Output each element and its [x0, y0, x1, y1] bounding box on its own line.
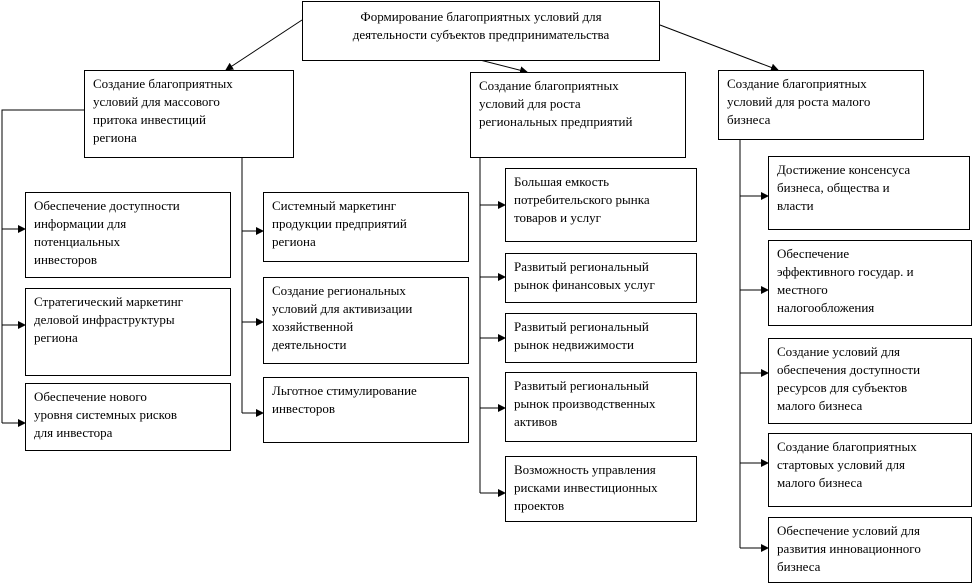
- small-business-item: Создание благоприятных стартовых условий…: [768, 433, 972, 507]
- investment-right-item: Системный маркетинг продукции предприяти…: [263, 192, 469, 262]
- regional-item: Большая емкость потребительского рынка т…: [505, 168, 697, 242]
- investment-left-item: Обеспечение доступности информации для п…: [25, 192, 231, 278]
- branch-small-business: Создание благоприятных условий для роста…: [718, 70, 924, 140]
- root-node: Формирование благоприятных условий для д…: [302, 1, 660, 61]
- small-business-item: Создание условий для обеспечения доступн…: [768, 338, 972, 424]
- branch-regional: Создание благоприятных условий для роста…: [470, 72, 686, 158]
- regional-item: Возможность управления рисками инвестици…: [505, 456, 697, 522]
- investment-left-item: Обеспечение нового уровня системных риск…: [25, 383, 231, 451]
- investment-right-item: Создание региональных условий для активи…: [263, 277, 469, 364]
- small-business-item: Обеспечение условий для развития инновац…: [768, 517, 972, 583]
- branch-investment: Создание благоприятных условий для массо…: [84, 70, 294, 158]
- investment-left-item: Стратегический маркетинг деловой инфраст…: [25, 288, 231, 376]
- regional-item: Развитый региональный рынок недвижимости: [505, 313, 697, 363]
- regional-item: Развитый региональный рынок финансовых у…: [505, 253, 697, 303]
- small-business-item: Обеспечение эффективного государ. и мест…: [768, 240, 972, 326]
- small-business-item: Достижение консенсуса бизнеса, общества …: [768, 156, 970, 230]
- regional-item: Развитый региональный рынок производстве…: [505, 372, 697, 442]
- investment-right-item: Льготное стимулирование инвесторов: [263, 377, 469, 443]
